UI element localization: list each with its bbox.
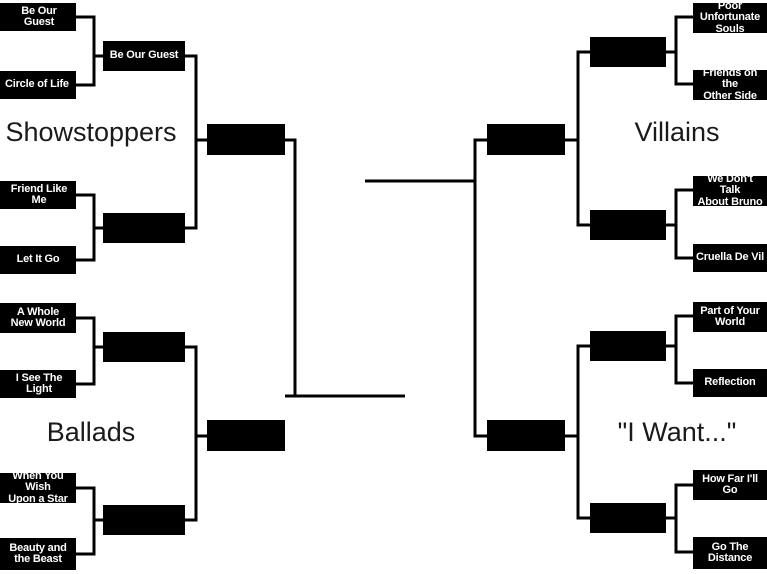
region-label-showstoppers: Showstoppers [5,117,177,147]
match-box-l-r1-6[interactable]: I See The Light [0,370,76,398]
match-box-l-r1-1[interactable]: Be Our Guest [0,3,76,31]
match-box-l-r2-4[interactable] [103,505,185,535]
match-box-r-sf-1[interactable] [487,124,565,155]
match-box-l-r2-2[interactable] [103,213,185,243]
match-box-l-sf-1[interactable] [207,124,285,155]
match-box-r-r2-3[interactable] [590,331,666,361]
match-box-l-r2-3[interactable] [103,332,185,362]
match-box-r-r2-4[interactable] [590,503,666,533]
region-label-i-want: "I Want..." [617,417,737,447]
match-box-r-sf-2[interactable] [487,420,565,451]
region-label-villains: Villains [634,117,720,147]
match-box-l-sf-2[interactable] [207,420,285,451]
match-box-r-r2-2[interactable] [590,210,666,240]
match-box-r-r1-4[interactable]: Cruella De Vil [693,244,767,272]
match-box-l-r1-2[interactable]: Circle of Life [0,71,76,99]
match-box-l-r1-4[interactable]: Let It Go [0,246,76,274]
match-box-r-r1-6[interactable]: Reflection [693,369,767,397]
match-box-r-r2-1[interactable] [590,37,666,67]
match-box-l-r1-3[interactable]: Friend Like Me [0,181,76,209]
region-label-ballads: Ballads [46,417,136,447]
match-box-l-r2-1[interactable]: Be Our Guest [103,41,185,71]
